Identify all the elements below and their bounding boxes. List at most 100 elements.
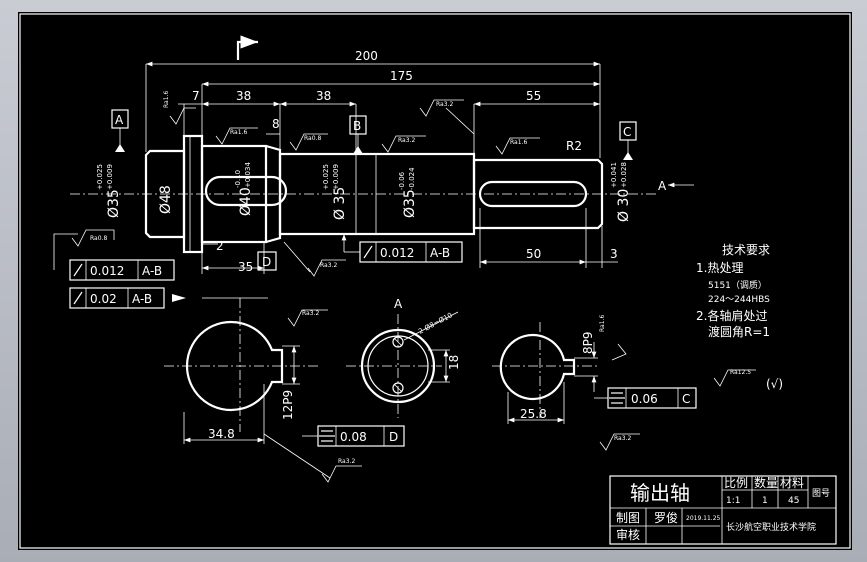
symmetry-1-value: 0.08 xyxy=(340,430,367,444)
section-3-width: 25.8 xyxy=(520,407,547,421)
dim-r2: R2 xyxy=(566,139,582,153)
section-3-profile xyxy=(499,333,576,401)
symmetry-2-value: 0.06 xyxy=(631,392,658,406)
part-name: 输出轴 xyxy=(630,481,690,505)
ra-section3-bottom: Ra3.2 xyxy=(614,435,631,442)
section-2-height: 18 xyxy=(447,355,461,370)
school-name: 长沙航空职业技术学院 xyxy=(726,521,816,533)
header-material: 材料 xyxy=(780,476,804,490)
runout-1-value: 0.012 xyxy=(90,264,124,278)
section-2-hole-bottom xyxy=(392,382,404,394)
dia-35-right: Ø35 xyxy=(402,189,418,218)
section-2-hole-top xyxy=(392,336,404,348)
dim-2: 2 xyxy=(216,239,224,253)
runout-frame-2: 0.02 A-B xyxy=(69,287,268,309)
datum-d: D xyxy=(262,255,271,269)
notes-line-1: 1.热处理 xyxy=(696,261,743,275)
notes-line-2: 5151（调质） xyxy=(708,279,767,291)
dim-38-b: 38 xyxy=(316,89,331,103)
bottom-dimensions: 2 35 D 50 3 R2 xyxy=(201,139,618,274)
notes-line-3: 224～244HBS xyxy=(708,295,770,305)
drawing-canvas: 200 175 7 38 38 55 8 Ø35 +0.025 +0.009 Ø… xyxy=(19,13,851,549)
datum-c: C xyxy=(623,125,631,139)
section-2-hole-note: 2-Ø8=Ø10 xyxy=(417,311,454,336)
datum-d-box xyxy=(257,251,277,271)
dia-40: Ø40 xyxy=(238,187,254,216)
shaft-d30-end xyxy=(472,158,604,230)
runout-2-datum: A-B xyxy=(132,292,152,306)
drawn-by: 罗俊 xyxy=(654,510,678,525)
dia-48: Ø48 xyxy=(158,185,174,214)
header-drawing-no: 图号 xyxy=(812,488,830,499)
ra-left-vertical: Ra1.6 xyxy=(163,91,170,108)
ra-d40: Ra0.8 xyxy=(304,135,321,142)
ra-general-symbol xyxy=(713,369,756,387)
runout-frame-1: 0.012 A-B xyxy=(53,233,175,281)
dia-35-mid-tol-upper: +0.025 xyxy=(322,164,330,190)
dia-30: Ø 30 xyxy=(616,189,632,222)
technical-notes: 技术要求 1.热处理 5151（调质） 224～244HBS 2.各轴肩处过 渡… xyxy=(696,243,770,339)
drawing-sheet: 200 175 7 38 38 55 8 Ø35 +0.025 +0.009 Ø… xyxy=(18,12,852,550)
drawn-by-label: 制图 xyxy=(616,511,640,525)
roughness-symbols: Ra1.6 Ra1.6 Ra0.8 Ra3.2 Ra3.2 Ra1.6 Ra0.… xyxy=(71,91,783,483)
header-scale: 比例 xyxy=(724,476,748,490)
diameter-labels: Ø35 +0.025 +0.009 Ø48 Ø40 -0.10 +0.034 Ø… xyxy=(96,162,632,222)
dia-35-left-tol-upper: +0.025 xyxy=(96,164,104,190)
datum-a: A xyxy=(115,113,124,127)
ra-top: Ra3.2 xyxy=(436,101,453,108)
dim-38-a: 38 xyxy=(236,89,251,103)
runout-1-datum: A-B xyxy=(142,264,162,278)
view-a-label: A xyxy=(394,297,403,311)
dia-40-tol-upper: -0.10 xyxy=(234,170,242,188)
section-2-inner xyxy=(367,335,429,397)
notes-line-4: 2.各轴肩处过 xyxy=(696,308,767,323)
section-view-2: A 18 2-Ø8=Ø10 xyxy=(346,297,461,418)
section-1-width: 34.8 xyxy=(208,427,235,441)
symmetry-frame-2: 0.06 C xyxy=(594,387,697,409)
dim-3: 3 xyxy=(610,247,618,261)
ra-section3: Ra1.6 xyxy=(599,315,606,332)
ra-general: Ra12.5 xyxy=(730,369,751,376)
dia-35-mid: Ø 35 xyxy=(332,187,348,220)
section-1-key-width: 12P9 xyxy=(281,390,295,420)
ra-section1: Ra3.2 xyxy=(302,310,319,317)
ra-collar: Ra1.6 xyxy=(230,129,247,136)
dia-35-right-tol-lower: -0.024 xyxy=(408,167,416,190)
shaft-d40 xyxy=(200,144,268,244)
ra-section1-bottom: Ra3.2 xyxy=(338,458,355,465)
dim-50: 50 xyxy=(526,247,541,261)
section-view-1: 12P9 34.8 xyxy=(164,298,318,444)
title-block: 输出轴 比例 数量 材料 图号 1:1 1 45 制图 罗俊 2019.11.2… xyxy=(609,475,837,545)
notes-title: 技术要求 xyxy=(722,243,770,257)
tolerance-frames: 0.012 A-B 0.02 A-B 0.012 A-B xyxy=(53,233,697,447)
symmetry-1-datum: D xyxy=(389,430,398,444)
keyway-left xyxy=(204,175,288,207)
dia-35-left-tol-lower: +0.009 xyxy=(106,164,114,190)
shaft-main-view xyxy=(70,134,656,254)
dia-30-tol-lower: +0.028 xyxy=(620,162,628,188)
value-material: 45 xyxy=(788,496,799,506)
dia-30-tol-upper: +0.041 xyxy=(610,162,618,188)
datum-markers: A B C A xyxy=(111,109,694,193)
section-2-outer xyxy=(360,328,436,404)
ra-left-journal: Ra0.8 xyxy=(90,235,107,242)
notes-line-5: 渡圆角R=1 xyxy=(708,324,770,339)
section-1-profile xyxy=(185,320,284,412)
section-marker-top xyxy=(236,35,258,60)
runout-2-value: 0.02 xyxy=(90,292,117,306)
section-view-3: 8P9 25.8 xyxy=(492,322,598,424)
checked-label: 审核 xyxy=(616,527,640,542)
value-quantity: 1 xyxy=(762,496,768,506)
dim-7: 7 xyxy=(192,89,200,103)
dia-35-mid-tol-lower: +0.009 xyxy=(332,164,340,190)
ra-keyway: Ra3.2 xyxy=(320,262,337,269)
runout-3-datum: A-B xyxy=(430,246,450,260)
symmetry-2-datum: C xyxy=(682,392,690,406)
datum-b: B xyxy=(353,119,361,133)
dim-55: 55 xyxy=(526,89,541,103)
ra-check: (√) xyxy=(766,377,783,391)
sheet-border xyxy=(19,13,851,549)
symmetry-frame-1: 0.08 D xyxy=(302,425,405,447)
section-3-key-width: 8P9 xyxy=(581,331,595,354)
dia-35-right-tol-upper: -0.06 xyxy=(398,171,406,190)
